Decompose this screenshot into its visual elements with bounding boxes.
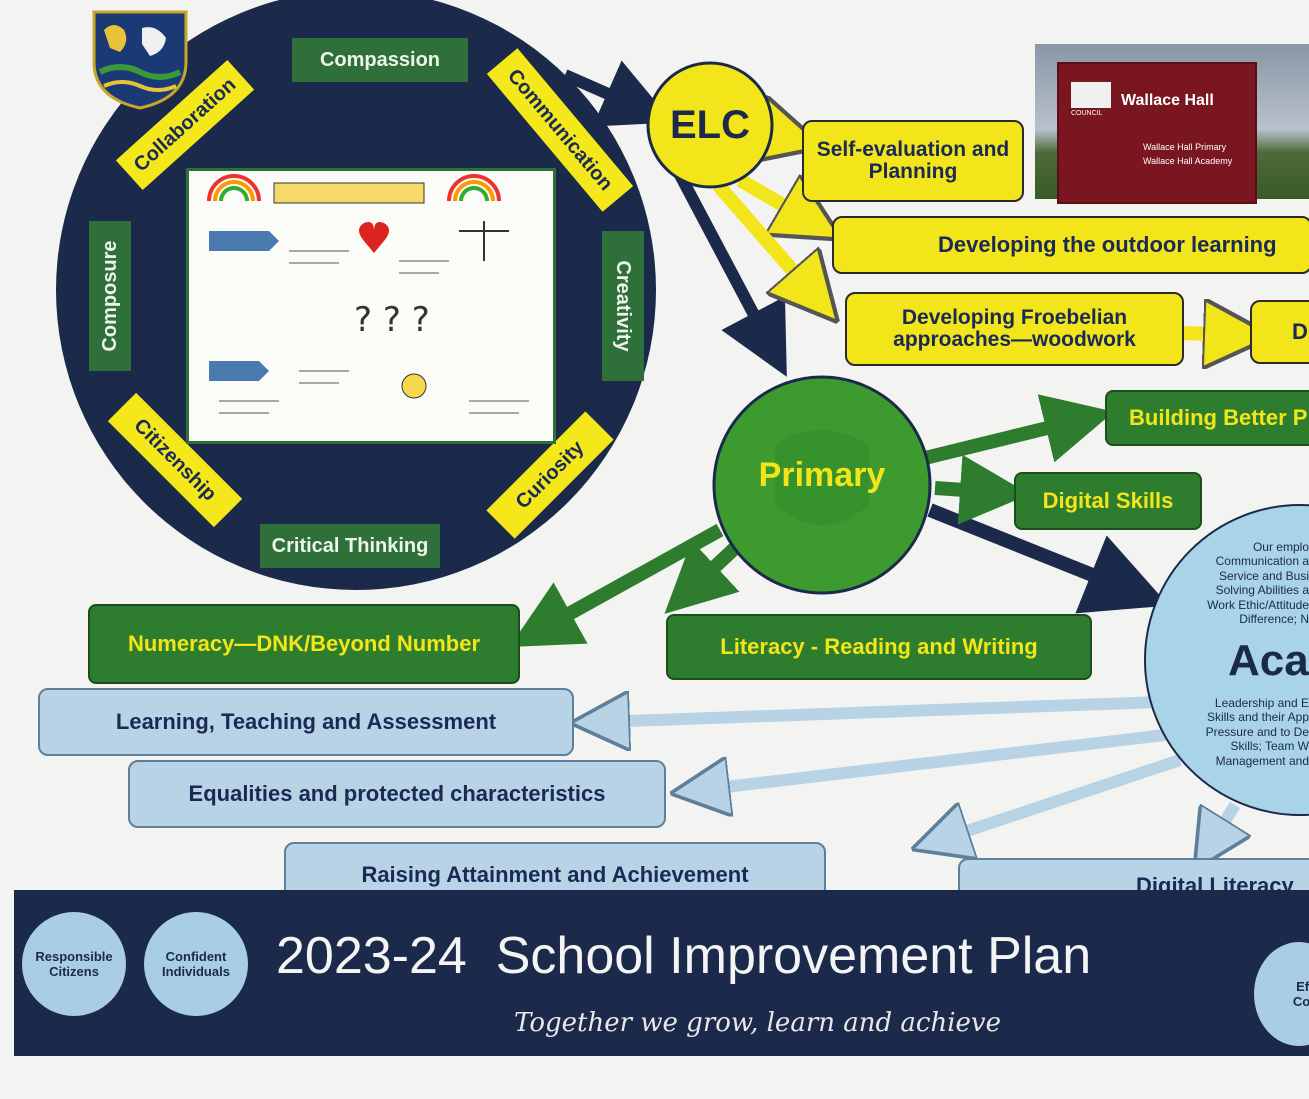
sign-board: COUNCIL Wallace Hall Wallace Hall Primar… <box>1057 62 1257 204</box>
arrow-primary-4 <box>664 540 740 614</box>
banner: Responsible Citizens Confident Individua… <box>14 890 1309 1056</box>
arrow-to-elc <box>562 60 673 127</box>
composure-label: Composure <box>89 221 131 371</box>
academy-intro-line: Service and Busi <box>1218 568 1309 583</box>
academy-intro-line: Our emplo <box>1252 540 1309 554</box>
sketchnote-image: ? ? ? <box>186 168 556 444</box>
sign-photo: COUNCIL Wallace Hall Wallace Hall Primar… <box>1035 44 1309 204</box>
arrow-academy-3 <box>940 754 1182 840</box>
academy-skills: Leadership and E Skills and their App Pr… <box>1188 696 1309 768</box>
arrow-primary-2 <box>934 454 1030 525</box>
academy-intro-line: Solving Abilities a <box>1215 583 1309 598</box>
banner-title: 2023-24 School Improvement Plan <box>276 927 1092 985</box>
banner-tagline: Together we grow, learn and achieve <box>514 1008 1001 1038</box>
badge-responsible-citizens: Responsible Citizens <box>22 912 126 1016</box>
arrow-elc-4 <box>1181 333 1238 335</box>
academy-intro-line: Communication a <box>1215 554 1309 569</box>
elc-item-outdoor-learning: Developing the outdoor learning <box>832 216 1309 274</box>
elc-item-cut: Di <box>1250 300 1309 364</box>
academy-circle <box>1144 504 1309 816</box>
primary-crest <box>775 430 869 525</box>
primary-item-building: Building Better P <box>1105 390 1309 446</box>
elc-circle <box>646 61 774 189</box>
elc-item-froebelian: Developing Froebelian approaches—woodwor… <box>845 292 1184 366</box>
badge-effective-contributors: Effec Contri <box>1254 942 1309 1046</box>
academy-item-equalities: Equalities and protected characteristics <box>128 760 666 828</box>
academy-skill-line: Management and <box>1215 753 1309 768</box>
elc-item-self-evaluation: Self-evaluation and Planning <box>802 120 1024 202</box>
academy-skill-line: Skills and their App <box>1206 710 1309 725</box>
sign-council: COUNCIL <box>1071 110 1103 117</box>
primary-title: Primary <box>758 455 886 494</box>
academy-intro-line: Work Ethic/Attitude <box>1207 597 1309 612</box>
arrow-to-primary <box>674 172 787 377</box>
academy-item-learning: Learning, Teaching and Assessment <box>38 688 574 756</box>
academy-skill-line: Leadership and E <box>1214 696 1309 710</box>
academy-intro: Our emplo Communication a Service and Bu… <box>1192 540 1309 626</box>
creativity-label: Creativity <box>602 231 644 381</box>
arrow-primary-1 <box>923 394 1114 465</box>
council-logo-icon <box>1071 82 1111 108</box>
school-crest-icon <box>90 10 190 110</box>
sign-line-2: Wallace Hall Academy <box>1143 156 1233 166</box>
compassion-label: Compassion <box>292 38 468 82</box>
primary-item-literacy: Literacy - Reading and Writing <box>666 614 1092 680</box>
arrow-elc-2 <box>736 173 812 222</box>
elc-title: ELC <box>670 102 750 147</box>
svg-text:? ? ?: ? ? ? <box>354 300 430 340</box>
sign-line-1: Wallace Hall Primary <box>1143 142 1227 152</box>
academy-skill-line: Pressure and to De <box>1205 724 1309 739</box>
critical-thinking-label: Critical Thinking <box>260 524 440 568</box>
academy-title: Aca <box>1228 636 1309 685</box>
academy-skill-line: Skills; Team W <box>1230 739 1309 754</box>
primary-item-numeracy: Numeracy—DNK/Beyond Number <box>88 604 520 684</box>
badge-confident-individuals: Confident Individuals <box>144 912 248 1016</box>
arrow-elc-3 <box>712 180 815 296</box>
arrow-academy-4 <box>1210 801 1235 845</box>
arrow-academy-2 <box>700 729 1166 790</box>
arrow-academy-1 <box>600 702 1161 722</box>
sign-title: Wallace Hall <box>1121 92 1214 109</box>
primary-item-digital-skills: Digital Skills <box>1014 472 1202 530</box>
academy-intro-line: Difference; N <box>1239 611 1309 626</box>
